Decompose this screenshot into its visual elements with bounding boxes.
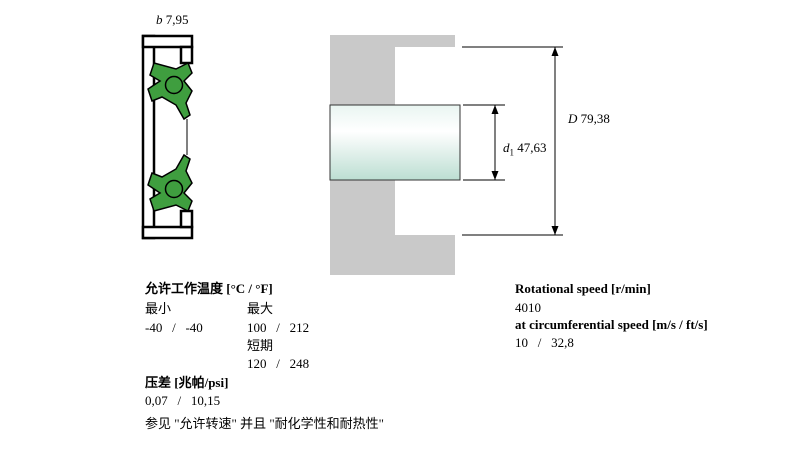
mounting-dimension-diagram	[329, 35, 563, 275]
seal-garter-spring	[164, 179, 184, 199]
dimension-d1-arrow-bottom	[491, 171, 499, 180]
pressure-section-header: 压差 [兆帕/psi]	[145, 375, 229, 390]
dimension-line-d1	[463, 104, 505, 181]
seal-case-top-wall	[141, 34, 194, 49]
seal-garter-spring	[164, 75, 184, 95]
circumferential-speed-header: at circumferential speed [m/s / ft/s]	[515, 317, 708, 332]
seal-bottom-half	[147, 137, 194, 229]
dimension-label-b: b 7,95	[156, 12, 189, 27]
dim-D-symbol: D	[568, 111, 578, 126]
dim-d1-symbol: d	[503, 140, 510, 155]
pressure-values: 0,07 / 10,15	[145, 393, 221, 408]
temperature-min-label: 最小	[145, 301, 172, 316]
dim-d1-value: 47,63	[517, 140, 547, 155]
temperature-max-values: 100 / 212	[247, 320, 310, 335]
seal-case-inner-flange	[179, 45, 194, 65]
temperature-max-label: 最大	[247, 301, 274, 316]
dim-b-value: 7,95	[165, 12, 189, 27]
dimension-line-D	[462, 46, 563, 236]
dimension-d1-arrow-top	[491, 105, 499, 114]
temperature-short-term-label: 短期	[247, 338, 274, 353]
dim-D-value: 79,38	[580, 111, 610, 126]
dim-b-symbol: b	[156, 12, 163, 27]
shaft	[329, 104, 461, 181]
dimension-D-arrow-bottom	[551, 226, 559, 235]
rotational-speed-value: 4010	[515, 300, 541, 315]
seal-case-bottom-wall	[141, 225, 194, 240]
dimension-D-arrow-top	[551, 47, 559, 56]
circumferential-speed-values: 10 / 32,8	[515, 335, 574, 350]
dimension-label-d1: d1 47,63	[503, 140, 547, 161]
see-also-note: 参见 "允许转速" 并且 "耐化学性和耐热性"	[145, 416, 384, 431]
temperature-section-header: 允许工作温度 [°C / °F]	[145, 281, 273, 296]
seal-cross-section-diagram	[141, 34, 194, 240]
temperature-short-term-values: 120 / 248	[247, 356, 310, 371]
rotational-speed-header: Rotational speed [r/min]	[515, 281, 651, 296]
dim-d1-subscript: 1	[509, 147, 515, 158]
dimension-label-D: D 79,38	[568, 111, 610, 126]
seal-top-half	[147, 45, 194, 137]
seal-case-inner-flange	[179, 209, 194, 229]
temperature-min-values: -40 / -40	[145, 320, 203, 335]
